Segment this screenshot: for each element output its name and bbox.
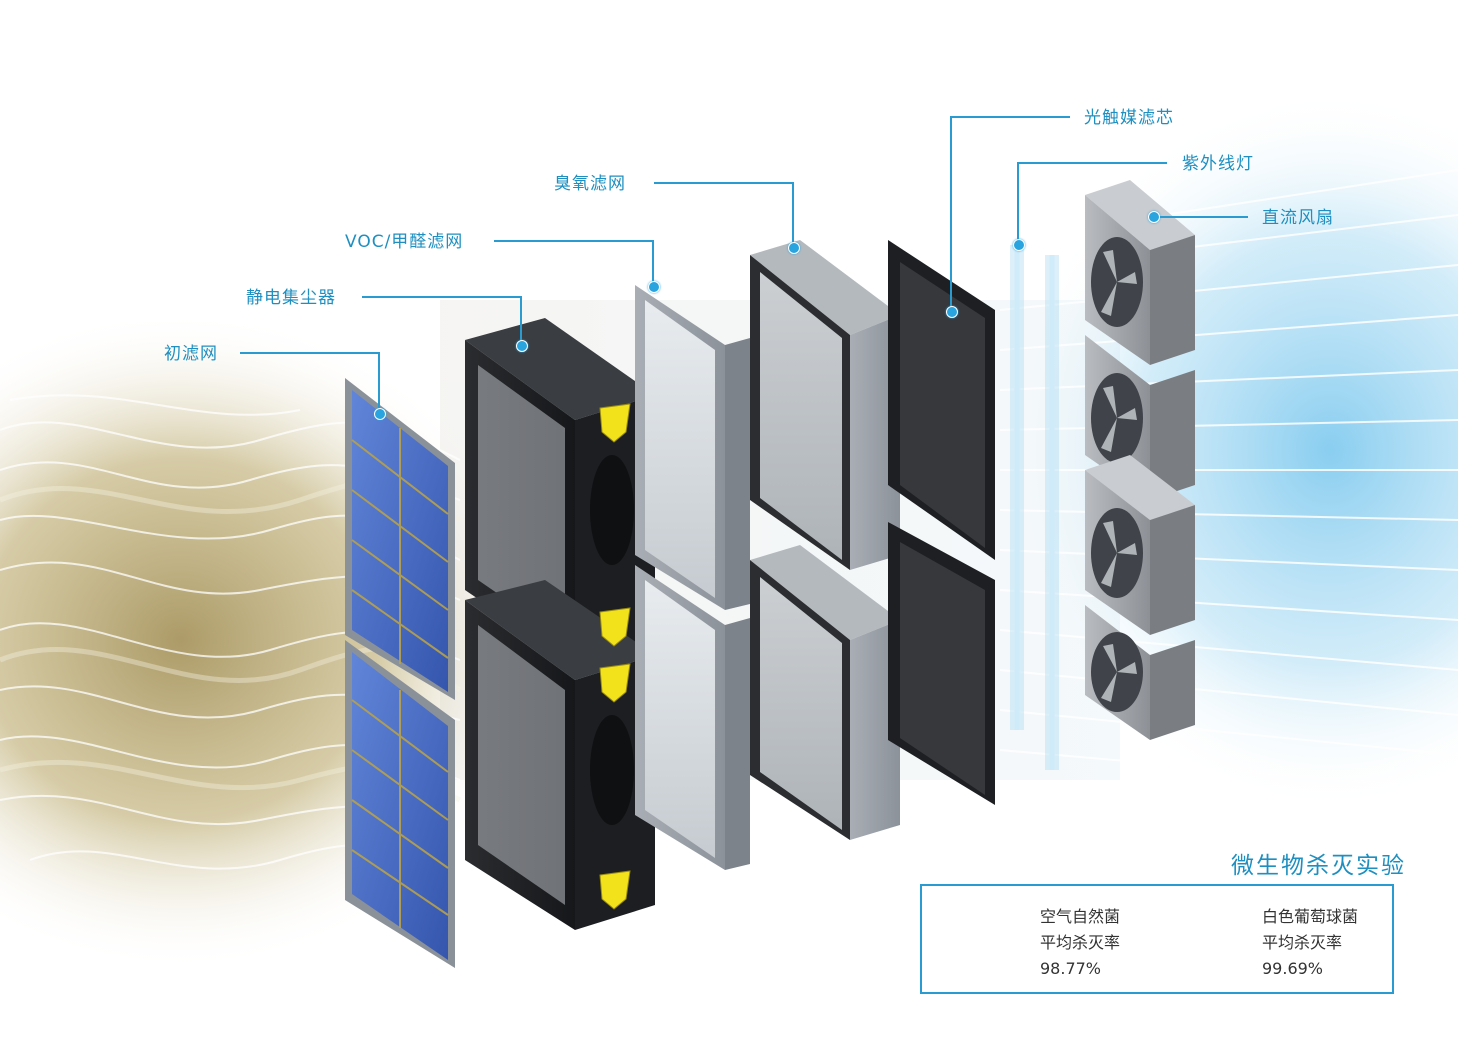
dc-fan-units — [1085, 180, 1195, 740]
fan-3 — [1085, 455, 1195, 635]
leader-collector-dot — [516, 340, 528, 352]
leader-pre-filter-dot — [374, 408, 386, 420]
leader-voc-h — [494, 240, 654, 242]
leader-photocatalyst-dot — [946, 306, 958, 318]
result-staphylococcus: 白色葡萄球菌 平均杀灭率 99.69% — [1158, 886, 1392, 992]
label-pre-filter: 初滤网 — [164, 344, 218, 364]
label-uv-lamp: 紫外线灯 — [1182, 154, 1254, 174]
ozone-filter-units — [750, 240, 900, 840]
leader-voc-v — [652, 240, 654, 284]
result-rate: 98.77% — [1040, 959, 1102, 978]
test-title: 微生物杀灭实验 — [1231, 853, 1406, 879]
result-metric: 平均杀灭率 — [1262, 933, 1343, 952]
leader-uv-h — [1017, 162, 1167, 164]
test-results-box: 空气自然菌 平均杀灭率 98.77% 白色葡萄球菌 平均杀灭率 99.69% — [920, 884, 1394, 994]
leader-pre-filter-v — [378, 352, 380, 412]
leader-fan-h — [1156, 216, 1248, 218]
leader-voc-dot — [648, 281, 660, 293]
pre-filter-bottom — [345, 640, 455, 968]
result-natural-bacteria: 空气自然菌 平均杀灭率 98.77% — [922, 886, 1158, 992]
electrostatic-collector-units — [465, 318, 655, 930]
uv-lamp-glow — [1010, 245, 1059, 770]
label-dc-fan: 直流风扇 — [1262, 208, 1334, 228]
voc-top — [635, 285, 750, 610]
leader-ozone-h — [654, 182, 794, 184]
pre-filter-top — [345, 378, 455, 700]
leader-pre-filter-h — [240, 352, 380, 354]
uv-lamp-tubes — [1014, 245, 1055, 770]
leader-collector-v — [520, 296, 522, 342]
fan-4 — [1085, 605, 1195, 740]
leader-photocatalyst-v — [950, 116, 952, 308]
leader-photocatalyst-h — [950, 116, 1070, 118]
label-electrostatic-collector: 静电集尘器 — [246, 288, 336, 308]
result-name: 白色葡萄球菌 — [1262, 907, 1359, 926]
label-photocatalyst-filter: 光触媒滤芯 — [1084, 108, 1174, 128]
yellow-knob-icons — [599, 403, 631, 910]
result-metric: 平均杀灭率 — [1040, 933, 1121, 952]
leader-collector-h — [362, 296, 522, 298]
leader-ozone-dot — [788, 242, 800, 254]
pre-filter-panels — [345, 378, 455, 968]
leader-ozone-v — [792, 182, 794, 244]
voc-filter-panels — [635, 285, 750, 870]
clean-air-streams — [999, 169, 1458, 791]
result-name: 空气自然菌 — [1040, 907, 1121, 926]
ozone-top — [750, 240, 900, 570]
photocatalyst-filter-units — [888, 240, 995, 805]
leader-fan-dot — [1148, 211, 1160, 223]
label-voc-filter: VOC/甲醛滤网 — [345, 232, 464, 252]
fan-1 — [1085, 180, 1195, 365]
collector-bottom — [465, 580, 655, 930]
ozone-bottom — [750, 545, 900, 840]
leader-uv-dot — [1013, 239, 1025, 251]
result-rate: 99.69% — [1262, 959, 1324, 978]
voc-bottom — [635, 565, 750, 870]
label-ozone-filter: 臭氧滤网 — [554, 174, 626, 194]
leader-uv-v — [1017, 162, 1019, 242]
